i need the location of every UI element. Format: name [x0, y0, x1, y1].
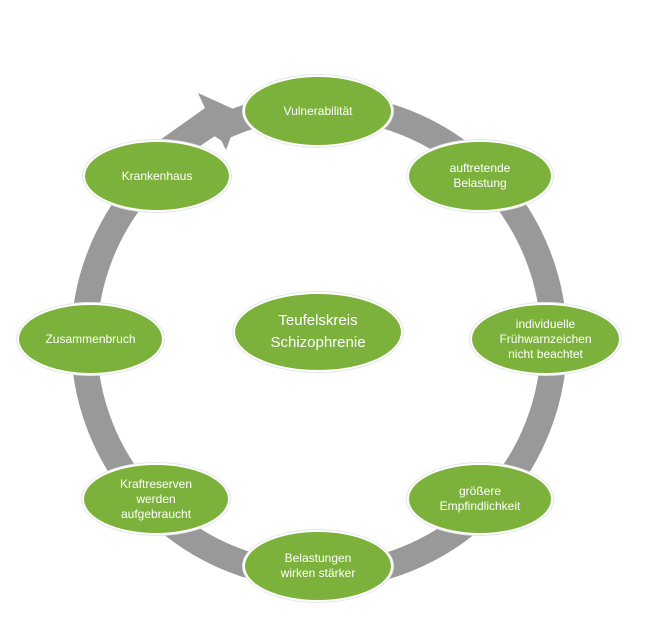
node-zusammenbruch: Zusammenbruch [17, 303, 164, 375]
node-groessere-empfindlichkeit: größere Empfindlichkeit [407, 463, 553, 535]
center-title-label: Teufelskreis Schizophrenie [270, 312, 366, 351]
node-label: Vulnerabilität [283, 103, 353, 118]
node-vulnerabilitaet: Vulnerabilität [243, 75, 393, 147]
node-label: Krankenhaus [121, 168, 193, 183]
node-auftretende-belastung: auftretende Belastung [407, 140, 553, 212]
node-belastungen-wirken-staerker: Belastungen wirken stärker [243, 530, 393, 602]
node-label: Belastungen wirken stärker [280, 551, 356, 580]
center-title: Teufelskreis Schizophrenie [233, 292, 403, 372]
node-label: individuelle Frühwarnzeichen nicht beach… [499, 316, 592, 361]
node-label: größere Empfindlichkeit [439, 484, 521, 513]
node-label: auftretende Belastung [449, 161, 511, 190]
node-label: Zusammenbruch [45, 331, 136, 346]
node-label: Kraftreserven werden aufgebraucht [119, 476, 193, 521]
node-fruehwarnzeichen: individuelle Frühwarnzeichen nicht beach… [470, 303, 621, 375]
node-krankenhaus: Krankenhaus [83, 140, 231, 212]
node-kraftreserven: Kraftreserven werden aufgebraucht [82, 463, 230, 535]
